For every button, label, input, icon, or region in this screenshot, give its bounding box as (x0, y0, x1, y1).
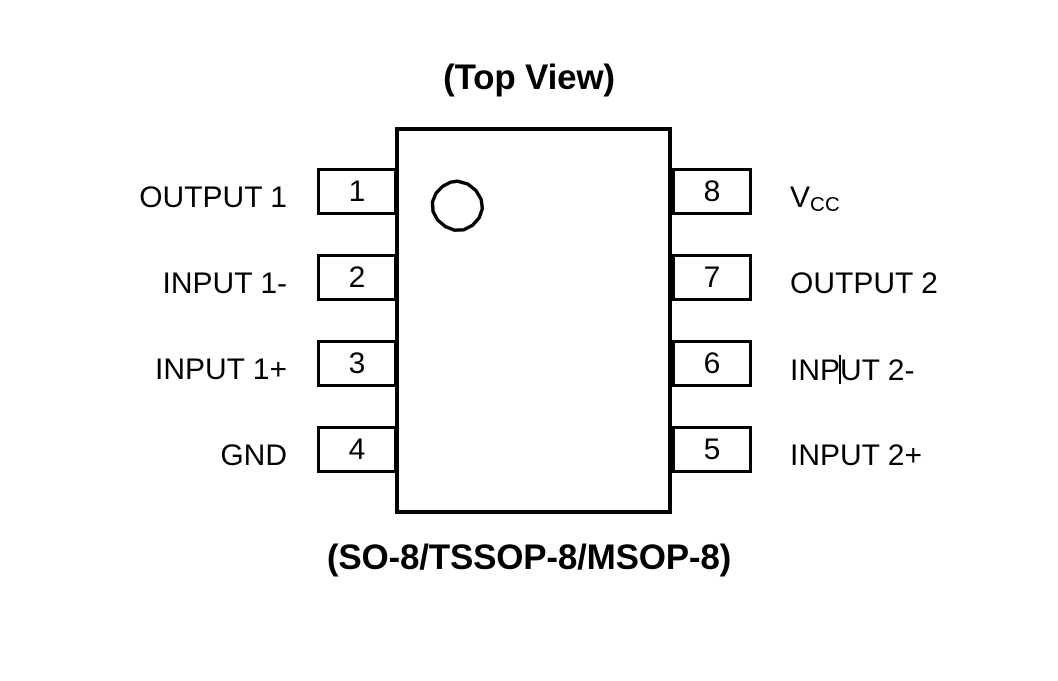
pin-label-vcc: VCC (790, 181, 840, 217)
pin-label-vcc-main: V (790, 181, 811, 214)
pin-label-input-1-plus: INPUT 1+ (155, 353, 287, 386)
pin-box-3[interactable]: 3 (317, 340, 397, 387)
pin-box-8[interactable]: 8 (672, 168, 752, 215)
pin-label-input-2-minus: INPUT 2- (790, 355, 914, 386)
pin-box-6[interactable]: 6 (672, 340, 752, 387)
diagram-title-top-view: (Top View) (443, 58, 615, 97)
pin-box-4[interactable]: 4 (317, 426, 397, 473)
pin-label-input-1-minus: INPUT 1- (162, 267, 287, 300)
pin-label-input-2-minus-part1: INP (790, 353, 841, 387)
pin-box-2[interactable]: 2 (317, 254, 397, 301)
pin-label-output-1: OUTPUT 1 (139, 181, 287, 214)
pin-label-input-2-minus-part2: UT 2- (840, 353, 915, 387)
pin-box-1[interactable]: 1 (317, 168, 397, 215)
pin1-marker-circle-icon (429, 179, 485, 235)
text-cursor-caret (839, 355, 842, 384)
package-type-caption: (SO-8/TSSOP-8/MSOP-8) (326, 538, 732, 577)
pin-box-5[interactable]: 5 (672, 426, 752, 473)
pin-label-gnd: GND (220, 439, 287, 472)
pin-label-output-2: OUTPUT 2 (790, 267, 938, 300)
pin-label-vcc-subscript: CC (810, 194, 840, 217)
pin-box-7[interactable]: 7 (672, 254, 752, 301)
pin-label-input-2-plus: INPUT 2+ (790, 439, 922, 472)
